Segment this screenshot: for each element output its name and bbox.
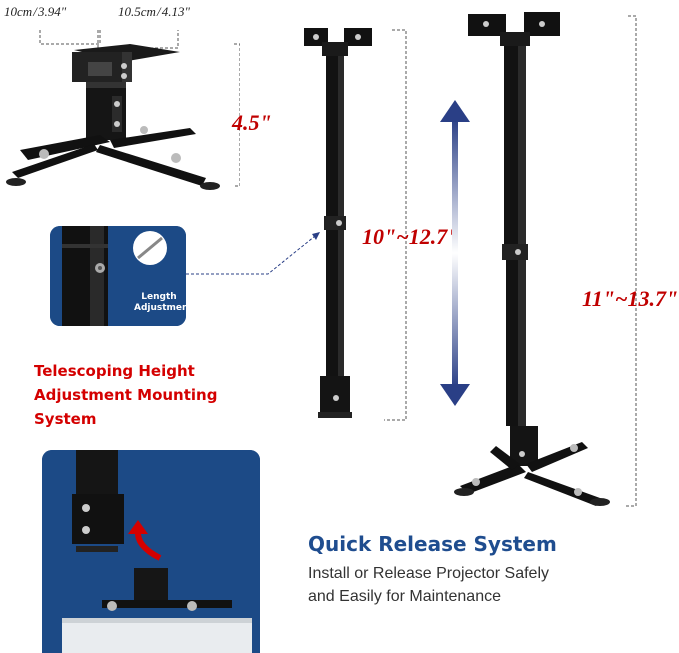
telescoping-feature-text: Telescoping Height Adjustment Mounting S… [34,359,274,431]
mount-height-label: 4.5" [232,110,272,135]
quick-release-closeup [42,450,260,653]
inset-pointer-line [186,231,321,275]
short-pole-mount-image [304,28,407,421]
quick-release-title: Quick Release System [308,532,557,556]
telescoping-line1: Telescoping Height [34,362,195,380]
long-pole-mount-image [454,12,637,507]
long-pole-range-label: 11"~13.7" [582,286,679,311]
quick-release-desc-line1: Install or Release Projector Safely [308,565,549,582]
height-adjust-double-arrow [440,100,470,406]
telescoping-line2: Adjustment Mounting System [34,386,218,428]
quick-release-image-panel [42,450,260,653]
quick-release-desc-line2: and Easily for Maintenance [308,588,501,605]
width-dimension-2: 10.5cm / 4.13" [118,4,190,19]
length-adjustment-inset: Length Adjustment [50,226,186,326]
inset-label-line1: Length [141,292,177,302]
inset-label-line2: Adjustment [134,303,186,313]
telescoping-tube-closeup [50,226,186,326]
width-dimension-1: 10cm / 3.94" [4,4,67,19]
short-pole-range-label: 10"~12.7" [362,224,460,249]
ceiling-mount-bracket-image [6,30,240,190]
quick-release-description: Install or Release Projector Safely and … [308,562,549,608]
